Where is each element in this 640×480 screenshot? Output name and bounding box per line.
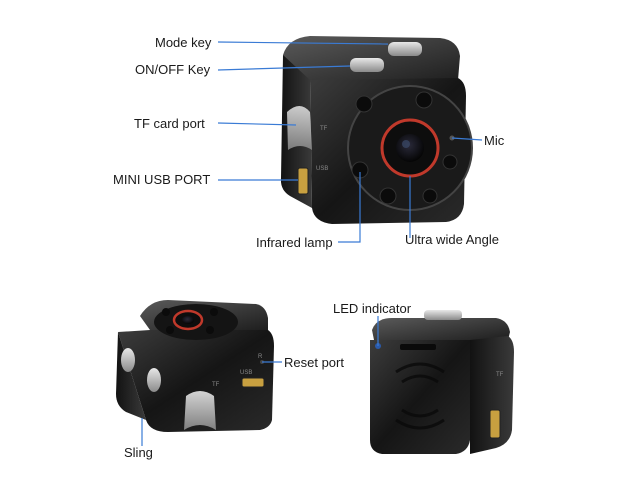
mode-key-button <box>388 42 422 56</box>
svg-text:TF: TF <box>320 126 328 132</box>
sling-loop <box>184 391 216 430</box>
svg-text:USB: USB <box>316 166 328 172</box>
label-mini-usb-port: MINI USB PORT <box>113 172 211 187</box>
label-mic: Mic <box>484 133 505 148</box>
mini-usb-port <box>297 167 309 195</box>
ultra-wide-lens <box>396 134 424 162</box>
camera-main: TF USB <box>280 36 473 224</box>
label-reset-port: Reset port <box>284 355 344 370</box>
camera-left: TF USB R <box>116 300 274 432</box>
infrared-lamps <box>351 91 458 205</box>
svg-text:R: R <box>258 354 263 360</box>
label-on-off-key: ON/OFF Key <box>135 62 211 77</box>
svg-text:TF: TF <box>212 382 220 388</box>
svg-text:TF: TF <box>496 372 504 378</box>
camera-right: TF <box>370 310 514 454</box>
label-ultra-wide-angle: Ultra wide Angle <box>405 232 499 247</box>
label-led-indicator: LED indicator <box>333 301 412 316</box>
label-sling: Sling <box>124 445 153 460</box>
on-off-key-button <box>350 58 384 72</box>
svg-text:USB: USB <box>240 370 252 376</box>
callout-lines <box>141 41 483 446</box>
label-mode-key: Mode key <box>155 35 212 50</box>
label-infrared-lamp: Infrared lamp <box>256 235 333 250</box>
label-tf-card-port: TF card port <box>134 116 205 131</box>
